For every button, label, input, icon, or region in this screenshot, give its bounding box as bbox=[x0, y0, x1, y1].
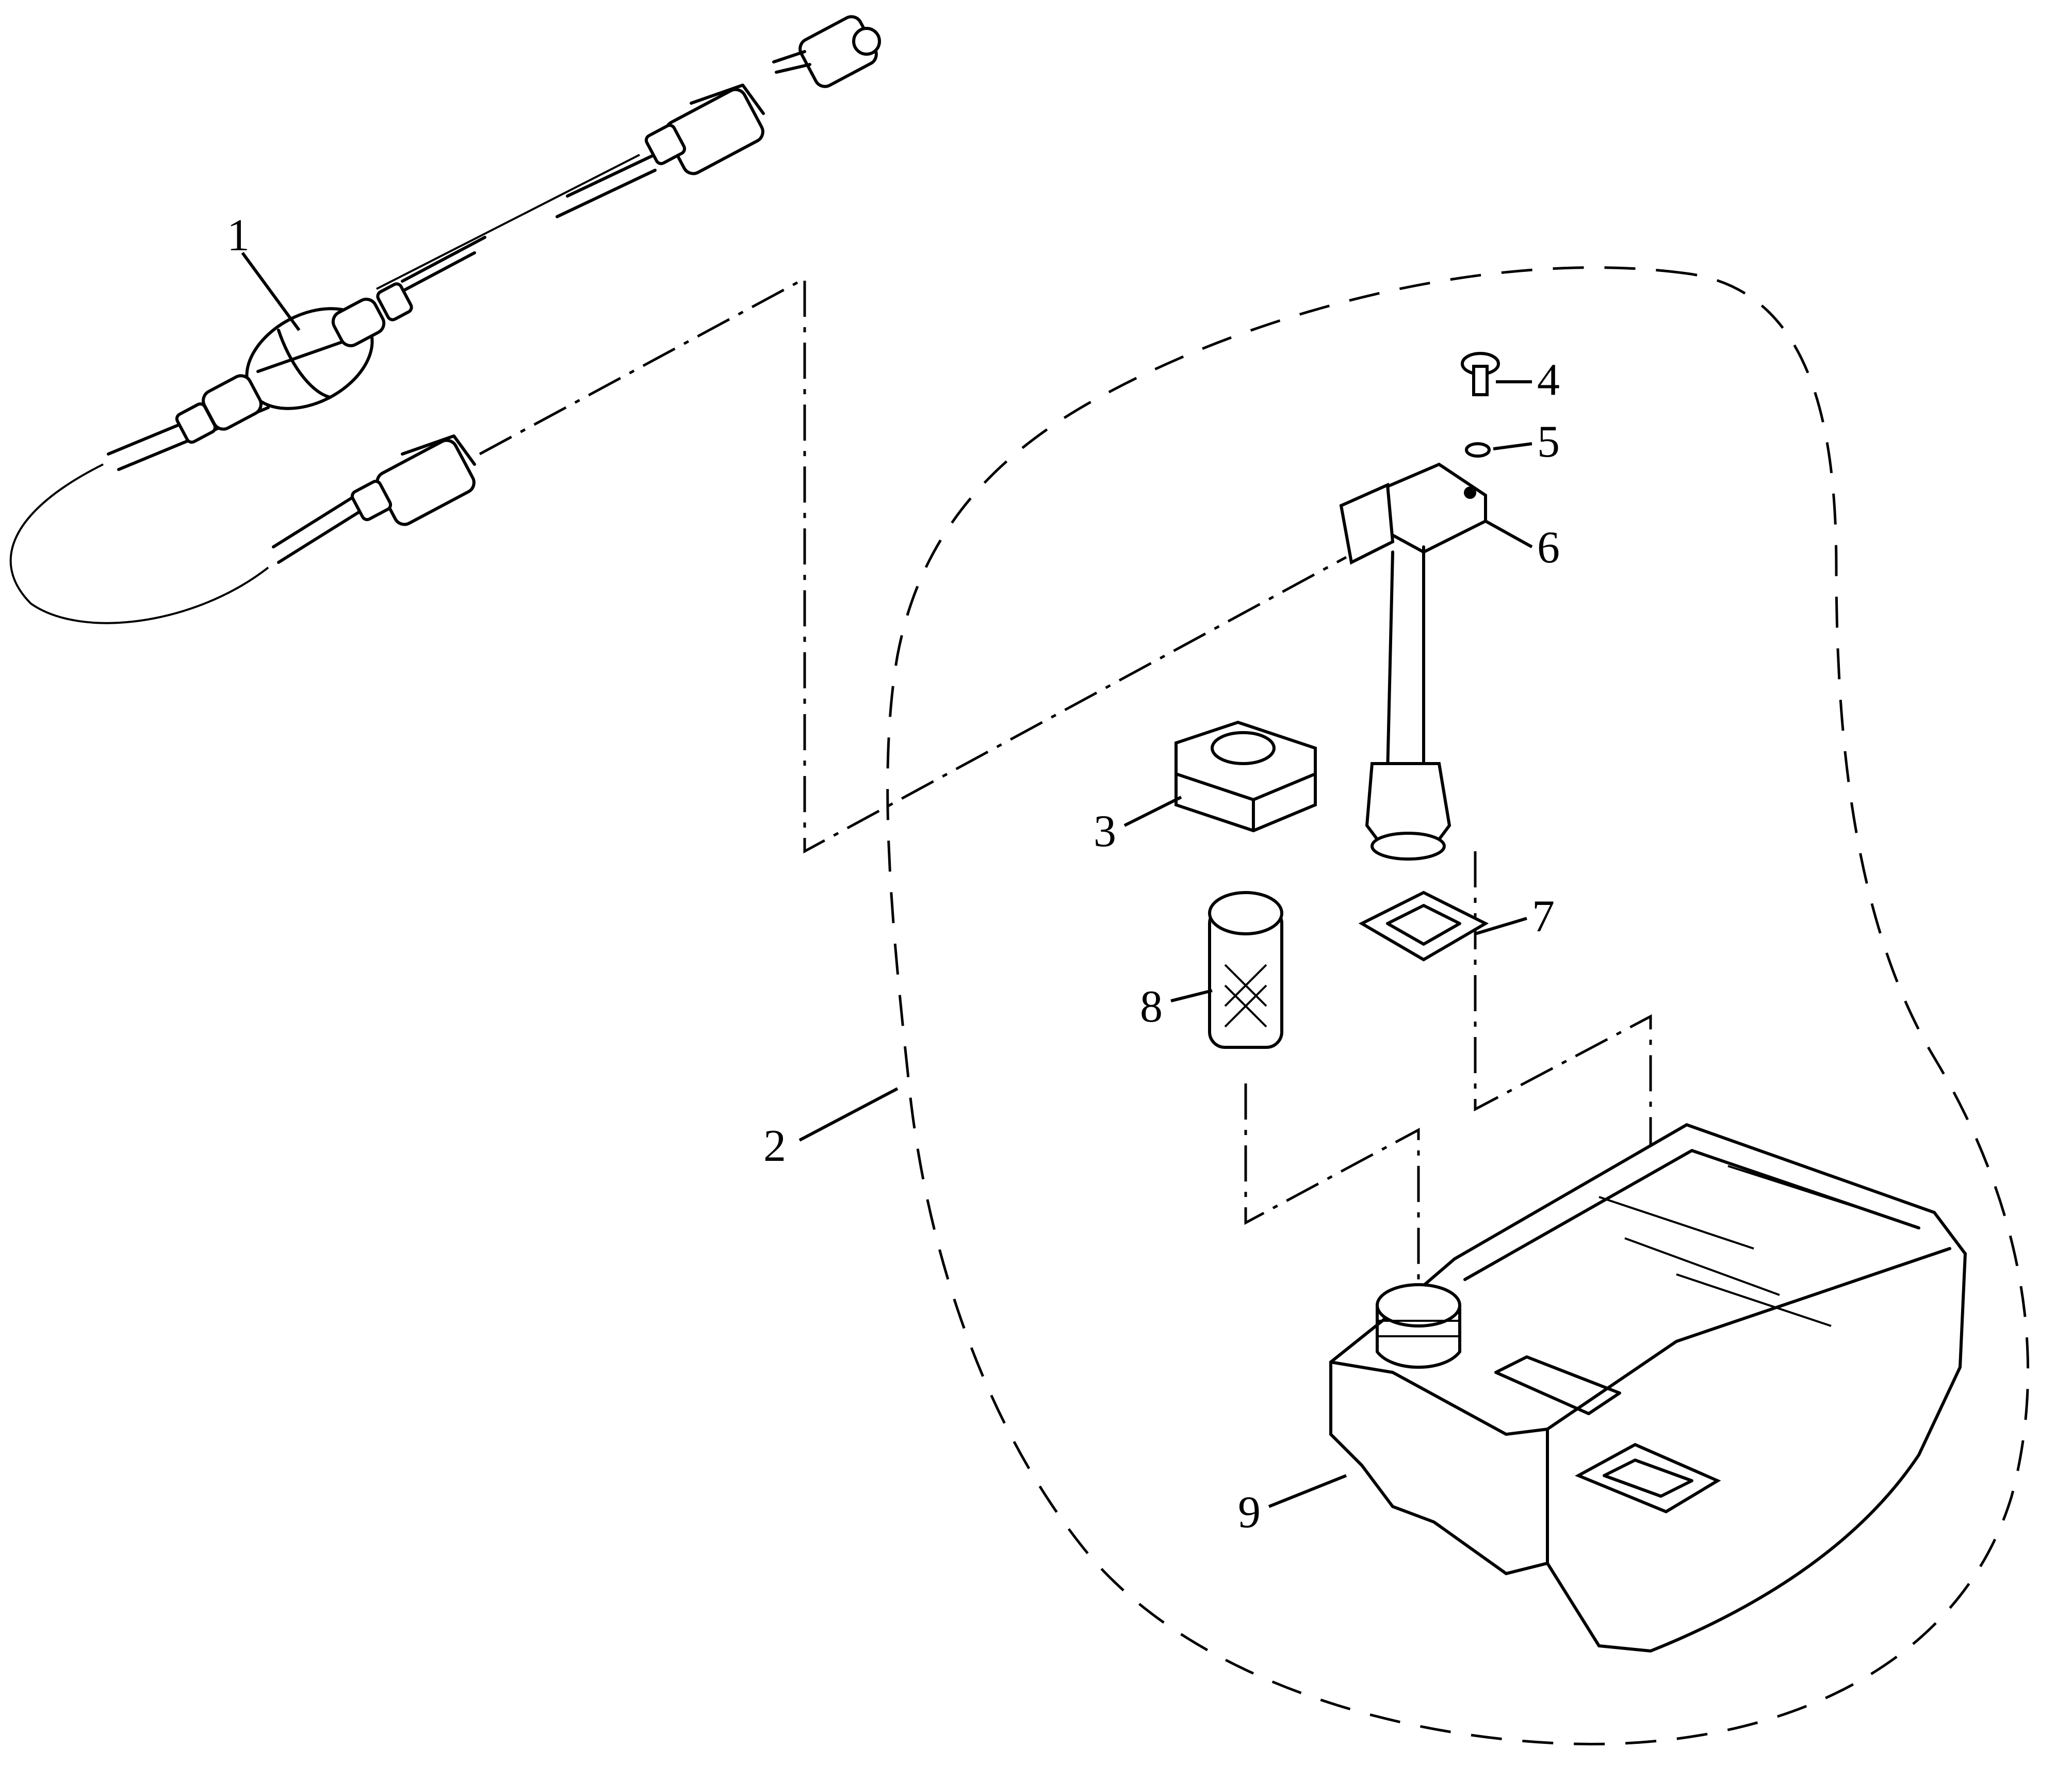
screw-icon bbox=[1461, 352, 1500, 396]
callout-7: 7 bbox=[1475, 892, 1555, 942]
fuel-tank-icon bbox=[1329, 1123, 1967, 1653]
callout-9: 9 bbox=[1238, 1474, 1347, 1537]
svg-text:9: 9 bbox=[1238, 1487, 1261, 1537]
svg-text:3: 3 bbox=[1094, 806, 1116, 856]
washer-icon bbox=[1465, 442, 1491, 458]
filter-icon bbox=[1208, 891, 1283, 1049]
callout-2: 2 bbox=[763, 1087, 899, 1171]
svg-text:1: 1 bbox=[227, 211, 250, 261]
callout-5: 5 bbox=[1493, 417, 1560, 467]
engine-plug-icon bbox=[772, 15, 881, 88]
callout-1: 1 bbox=[227, 211, 301, 331]
fuel-line-assembly bbox=[9, 15, 881, 624]
lower-connector-icon bbox=[350, 434, 476, 526]
centerline-hose-to-tank bbox=[479, 276, 1347, 854]
callout-4: 4 bbox=[1496, 355, 1560, 405]
cap-icon bbox=[1174, 720, 1317, 833]
upper-connector-icon bbox=[644, 84, 765, 175]
svg-text:4: 4 bbox=[1537, 355, 1560, 405]
svg-text:5: 5 bbox=[1537, 417, 1560, 467]
gasket-icon bbox=[1358, 890, 1489, 962]
assembly-boundary-dashed bbox=[886, 266, 2030, 1745]
svg-text:6: 6 bbox=[1537, 523, 1560, 573]
callout-3: 3 bbox=[1094, 796, 1182, 856]
svg-text:2: 2 bbox=[763, 1121, 786, 1171]
fuel-gauge-assembly bbox=[1339, 462, 1487, 861]
callout-8: 8 bbox=[1140, 982, 1213, 1032]
svg-text:8: 8 bbox=[1140, 982, 1163, 1032]
svg-text:7: 7 bbox=[1532, 892, 1555, 942]
centerline-filter bbox=[1244, 1083, 1420, 1305]
callout-6: 6 bbox=[1484, 520, 1560, 573]
